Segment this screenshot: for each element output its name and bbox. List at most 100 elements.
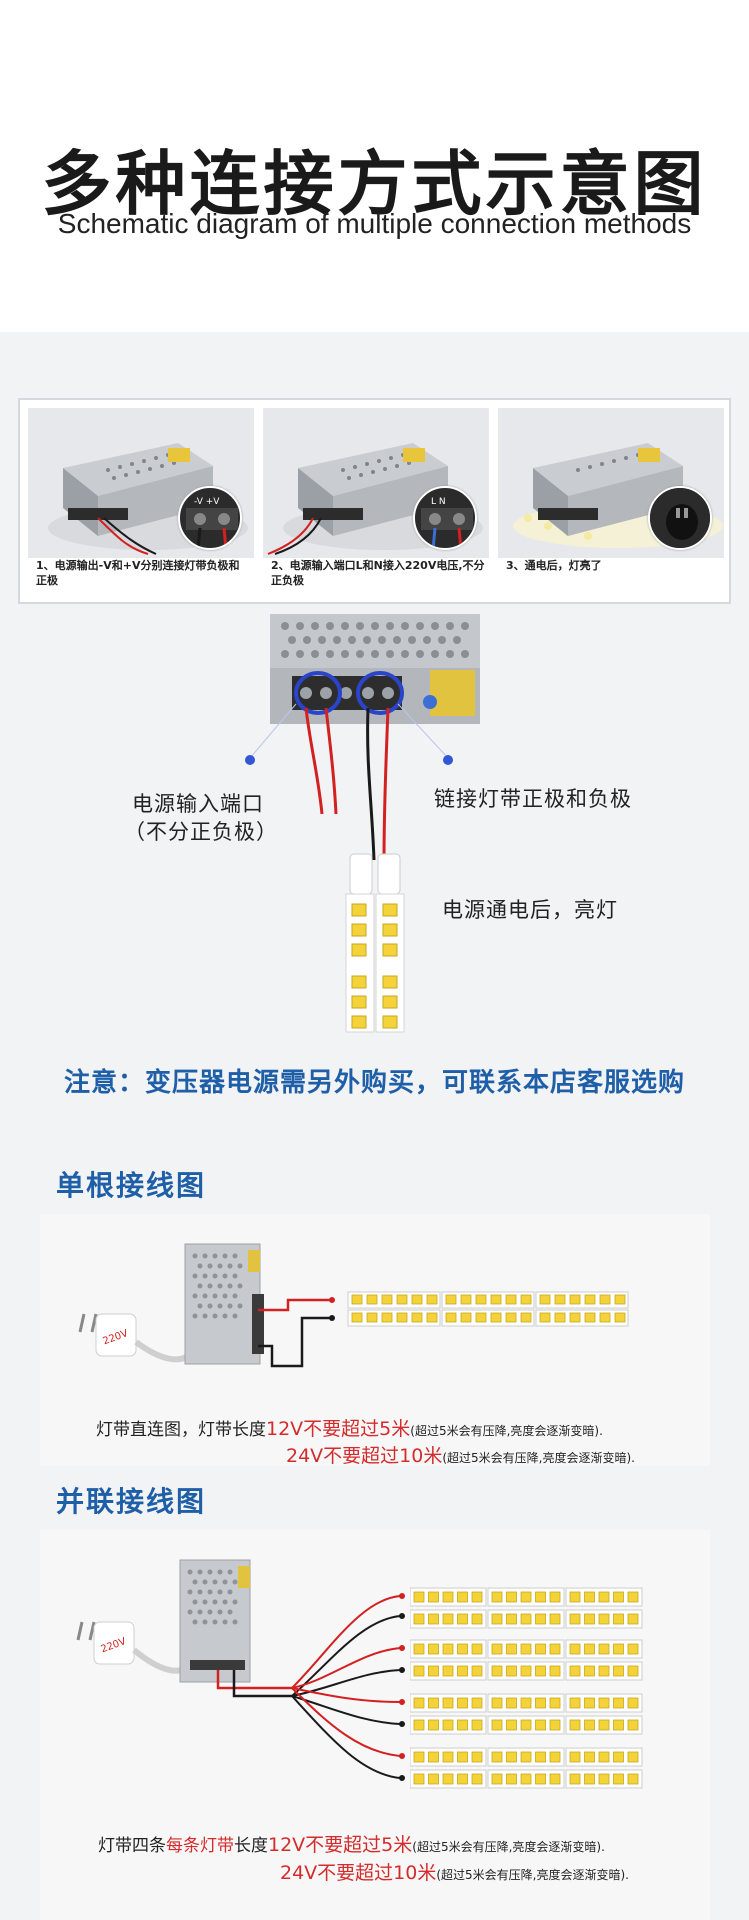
led-chip — [613, 1773, 624, 1785]
svg-text:-V +V: -V +V — [194, 497, 220, 507]
led-chip — [535, 1751, 546, 1763]
led-chip — [457, 1643, 468, 1655]
led-chip — [520, 1643, 532, 1655]
led-strip-right — [375, 893, 405, 1033]
led-chip — [457, 1697, 468, 1709]
led-chip — [613, 1613, 624, 1625]
led-chip — [506, 1591, 517, 1603]
led-chip — [613, 1591, 624, 1603]
led-chip — [613, 1719, 624, 1731]
led-chip — [428, 1773, 439, 1785]
led-chip — [569, 1773, 581, 1785]
input-port-note: （不分正负极） — [124, 820, 278, 844]
led-chip — [457, 1751, 468, 1763]
led-chip — [598, 1591, 610, 1603]
parallel-12v-limit: 12V不要超过5米 — [268, 1834, 413, 1856]
parallel-wiring-diagram: 220V — [76, 1559, 405, 1781]
single-wiring-panel: 220V — [40, 1214, 710, 1468]
led-chip — [442, 1751, 454, 1763]
led-chip — [428, 1665, 439, 1677]
single-caption-line-1: 灯带直连图，灯带长度12V不要超过5米(超过5米会有压降,亮度会逐渐变暗). — [96, 1414, 603, 1441]
led-chip — [457, 1773, 468, 1785]
led-chip — [535, 1643, 546, 1655]
led-chip — [457, 1613, 468, 1625]
led-chip — [457, 1591, 468, 1603]
parallel-led-strips — [410, 1587, 643, 1789]
led-chip — [413, 1643, 425, 1655]
led-chip — [491, 1773, 503, 1785]
step-1-photo: -V +V — [28, 408, 254, 558]
led-chip — [442, 1613, 454, 1625]
led-chip — [627, 1751, 639, 1763]
led-chip — [569, 1591, 581, 1603]
led-chip — [428, 1697, 439, 1709]
led-chip — [506, 1613, 517, 1625]
single-24v-note: (超过5米会有压降,亮度会逐渐变暗). — [442, 1451, 635, 1465]
led-chip — [598, 1773, 610, 1785]
led-chip — [569, 1719, 581, 1731]
led-chip — [569, 1665, 581, 1677]
led-chip — [457, 1665, 468, 1677]
led-chip — [569, 1643, 581, 1655]
led-chip — [413, 1665, 425, 1677]
led-chip — [491, 1719, 503, 1731]
led-chip — [520, 1751, 532, 1763]
single-wiring-diagram: 220V — [78, 1243, 629, 1368]
led-chip — [598, 1643, 610, 1655]
led-chip — [471, 1613, 483, 1625]
step-3-caption: 3、通电后，灯亮了 — [506, 559, 602, 572]
led-chip — [520, 1697, 532, 1709]
led-chip — [549, 1697, 561, 1709]
step-1: -V +V 1、电源输出-V和+V分别连接灯带负极和正极 — [28, 408, 254, 598]
led-chip — [613, 1665, 624, 1677]
connection-illustration — [245, 614, 480, 1033]
led-chip — [428, 1719, 439, 1731]
led-chip — [598, 1665, 610, 1677]
led-chip — [598, 1751, 610, 1763]
single-wiring-title: 单根接线图 — [56, 1169, 207, 1202]
led-chip — [471, 1751, 483, 1763]
parallel-length-text: 长度 — [234, 1836, 268, 1856]
led-chip — [598, 1697, 610, 1709]
led-chip — [413, 1719, 425, 1731]
led-chip — [627, 1643, 639, 1655]
led-chip — [442, 1643, 454, 1655]
led-chip — [506, 1643, 517, 1655]
led-chip — [520, 1719, 532, 1731]
step-2-caption: 2、电源输入端口L和N接入220V电压,不分正负极 — [271, 559, 485, 587]
led-chip — [428, 1591, 439, 1603]
single-caption-line-2: 24V不要超过10米(超过5米会有压降,亮度会逐渐变暗). — [286, 1441, 635, 1468]
led-chip — [598, 1719, 610, 1731]
led-strip-2 — [410, 1639, 643, 1681]
input-port-label: 电源输入端口 — [132, 792, 264, 816]
led-chip — [471, 1591, 483, 1603]
led-chip — [442, 1591, 454, 1603]
output-port-label: 链接灯带正极和负极 — [434, 787, 632, 811]
led-chip — [584, 1751, 595, 1763]
parallel-each-strip: 每条灯带 — [166, 1836, 234, 1856]
plug-inset — [648, 486, 712, 550]
page-subtitle: Schematic diagram of multiple connection… — [57, 208, 692, 239]
led-chip — [506, 1697, 517, 1709]
led-chip — [491, 1613, 503, 1625]
led-chip — [569, 1697, 581, 1709]
led-chip — [442, 1697, 454, 1709]
led-chip — [584, 1719, 595, 1731]
led-chip — [627, 1665, 639, 1677]
steps-strip: -V +V 1、电源输出-V和+V分别连接灯带负极和正极 — [18, 398, 731, 604]
led-chip — [549, 1773, 561, 1785]
led-chip — [506, 1751, 517, 1763]
led-chip — [520, 1773, 532, 1785]
led-chip — [627, 1719, 639, 1731]
led-chip — [506, 1719, 517, 1731]
led-chip — [428, 1751, 439, 1763]
lit-label: 电源通电后，亮灯 — [442, 898, 618, 922]
led-chip — [471, 1665, 483, 1677]
led-chip — [549, 1751, 561, 1763]
led-chip — [506, 1773, 517, 1785]
terminal-closeup-inset: L N — [413, 486, 477, 550]
parallel-12v-note: (超过5米会有压降,亮度会逐渐变暗). — [412, 1840, 605, 1854]
led-strip-left — [345, 893, 375, 1033]
led-chip — [549, 1591, 561, 1603]
